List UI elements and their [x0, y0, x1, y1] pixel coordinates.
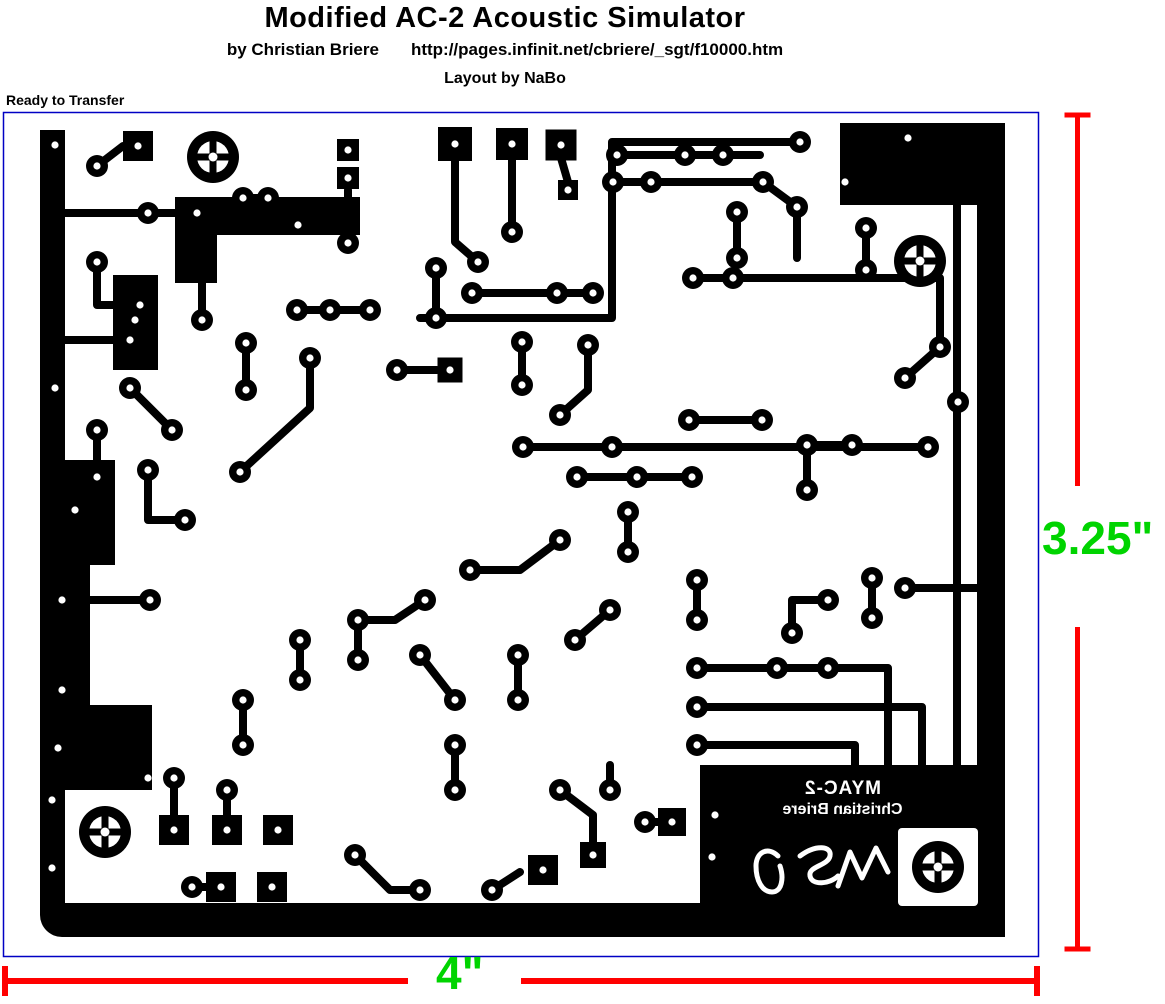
byline-row: by Christian Briere http://pages.infinit… [0, 40, 1010, 60]
mount-holes [79, 131, 964, 893]
drill-holes [48, 134, 912, 872]
board-outline [2, 111, 1040, 958]
silkscreen-text: MYAC-2 Christian Briere [700, 778, 985, 819]
author-text: by Christian Briere [226, 40, 379, 59]
width-dimension-label: 4" [436, 947, 484, 999]
silkscreen-model: MYAC-2 [803, 778, 882, 799]
source-url-text: http://pages.infinit.net/cbriere/_sgt/f1… [410, 40, 784, 59]
dimension-lines [2, 112, 1091, 996]
layout-credit: Layout by NaBo [444, 70, 566, 87]
logo-signature [753, 845, 891, 895]
status-label: Ready to Transfer [6, 92, 125, 108]
page-title: Modified AC-2 Acoustic Simulator [264, 2, 746, 34]
silkscreen-author: Christian Briere [782, 800, 903, 818]
square-pads [123, 127, 686, 902]
round-pads [86, 131, 969, 901]
height-dimension-label: 3.25" [1042, 512, 1154, 564]
